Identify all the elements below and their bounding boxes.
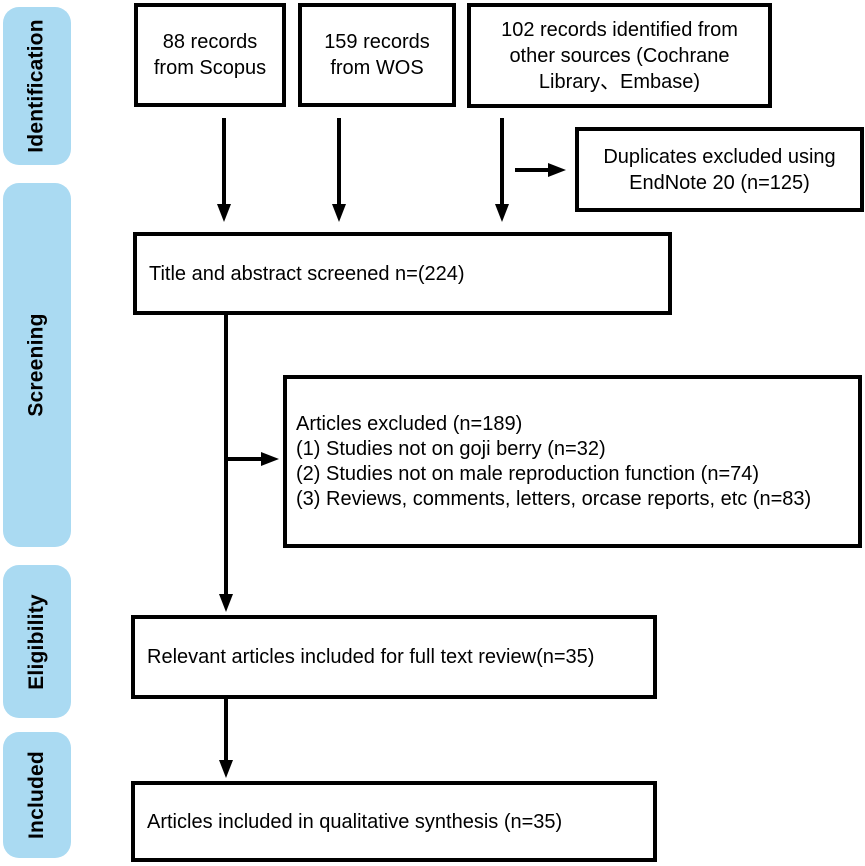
excluded-line-male-reproduction: (2) Studies not on male reproduction fun… [296, 462, 760, 485]
stage-band-included: Included [3, 732, 71, 858]
stage-band-identification: Identification [3, 7, 71, 165]
box-qualitative-synthesis-text: Articles included in qualitative synthes… [147, 810, 563, 833]
box-scopus-text: 88 records from Scopus [153, 31, 267, 79]
arrow-screening-to-eligibility [219, 315, 233, 612]
stage-label-screening: Screening [25, 313, 48, 417]
box-scopus-records: 88 records from Scopus [134, 3, 286, 107]
arrow-wos-down [332, 118, 346, 222]
arrow-to-excluded-box [226, 452, 279, 466]
stage-label-included: Included [25, 751, 49, 839]
arrow-to-duplicates-box [515, 163, 566, 177]
arrow-eligibility-to-included [219, 699, 233, 778]
stage-label-identification: Identification [25, 19, 48, 153]
box-title-abstract-screened: Title and abstract screened n=(224) [133, 232, 672, 315]
box-qualitative-synthesis: Articles included in qualitative synthes… [131, 781, 657, 862]
box-articles-excluded-lines: Articles excluded (n=189) (1) Studies no… [296, 412, 811, 512]
box-wos-records: 159 records from WOS [298, 3, 456, 107]
box-duplicates-excluded-text: Duplicates excluded using EndNote 20 (n=… [603, 145, 836, 194]
box-other-sources-records: 102 records identified from other source… [467, 3, 772, 108]
box-title-abstract-screened-text: Title and abstract screened n=(224) [149, 262, 465, 285]
excluded-line-goji: (1) Studies not on goji berry (n=32) [296, 437, 606, 460]
excluded-line-reviews: (3) Reviews, comments, letters, orcase r… [296, 487, 812, 510]
stage-band-eligibility: Eligibility [3, 565, 71, 718]
box-other-sources-text: 102 records identified from other source… [501, 18, 738, 93]
box-duplicates-excluded: Duplicates excluded using EndNote 20 (n=… [575, 127, 864, 212]
arrow-scopus-down [217, 118, 231, 222]
excluded-line-total: Articles excluded (n=189) [296, 412, 523, 435]
stage-label-eligibility: Eligibility [25, 593, 49, 690]
box-wos-text: 159 records from WOS [324, 31, 430, 79]
arrow-other-sources-down [495, 118, 509, 222]
box-articles-excluded: Articles excluded (n=189) (1) Studies no… [283, 375, 862, 548]
box-full-text-review-text: Relevant articles included for full text… [147, 646, 595, 668]
stage-band-screening: Screening [3, 183, 71, 547]
box-full-text-review: Relevant articles included for full text… [131, 615, 657, 699]
